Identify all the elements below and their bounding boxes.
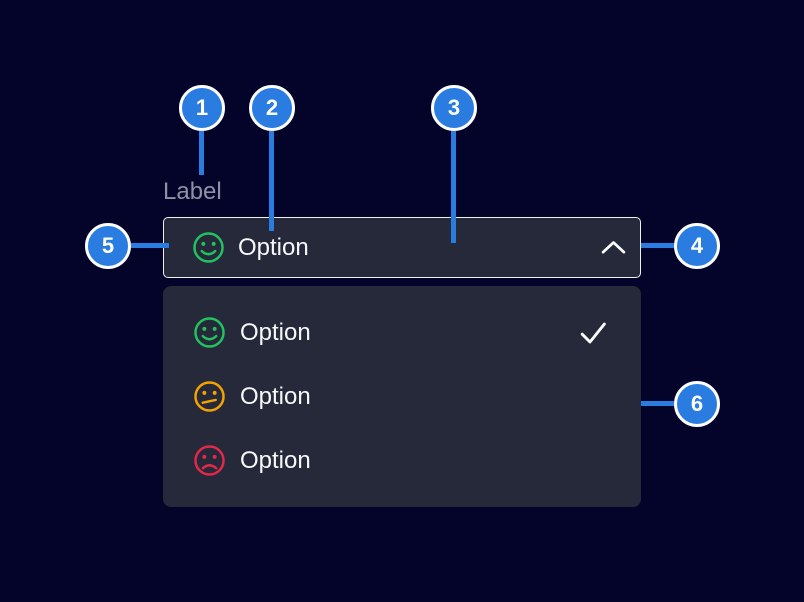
callout-badge-5: 5: [85, 223, 131, 269]
connector-line-5: [131, 243, 169, 248]
menu-item-negative[interactable]: Option: [163, 429, 641, 493]
checkmark-icon: [575, 315, 611, 351]
callout-badge-6: 6: [674, 381, 720, 427]
connector-line-1: [199, 131, 204, 175]
callout-badge-4: 4: [674, 223, 720, 269]
smiley-negative-icon: [193, 444, 226, 477]
callout-badge-1: 1: [179, 85, 225, 131]
smiley-neutral-icon: [193, 380, 226, 413]
smiley-positive-icon: [192, 231, 225, 264]
menu-item-positive[interactable]: Option: [163, 301, 641, 365]
callout-badge-3: 3: [431, 85, 477, 131]
menu-item-neutral[interactable]: Option: [163, 365, 641, 429]
select-value: Option: [238, 233, 309, 261]
callout-badge-2: 2: [249, 85, 295, 131]
smiley-positive-icon: [193, 316, 226, 349]
chevron-up-icon[interactable]: [600, 239, 627, 256]
dropdown-menu: Option Option: [163, 286, 641, 507]
connector-line-4: [641, 243, 674, 248]
menu-item-label: Option: [240, 318, 311, 346]
connector-line-3: [451, 131, 456, 243]
menu-item-label: Option: [240, 382, 311, 410]
connector-line-2: [269, 131, 274, 231]
select-field[interactable]: Option: [163, 217, 641, 278]
connector-line-6: [641, 401, 674, 406]
field-label: Label: [163, 178, 222, 205]
menu-item-label: Option: [240, 446, 311, 474]
